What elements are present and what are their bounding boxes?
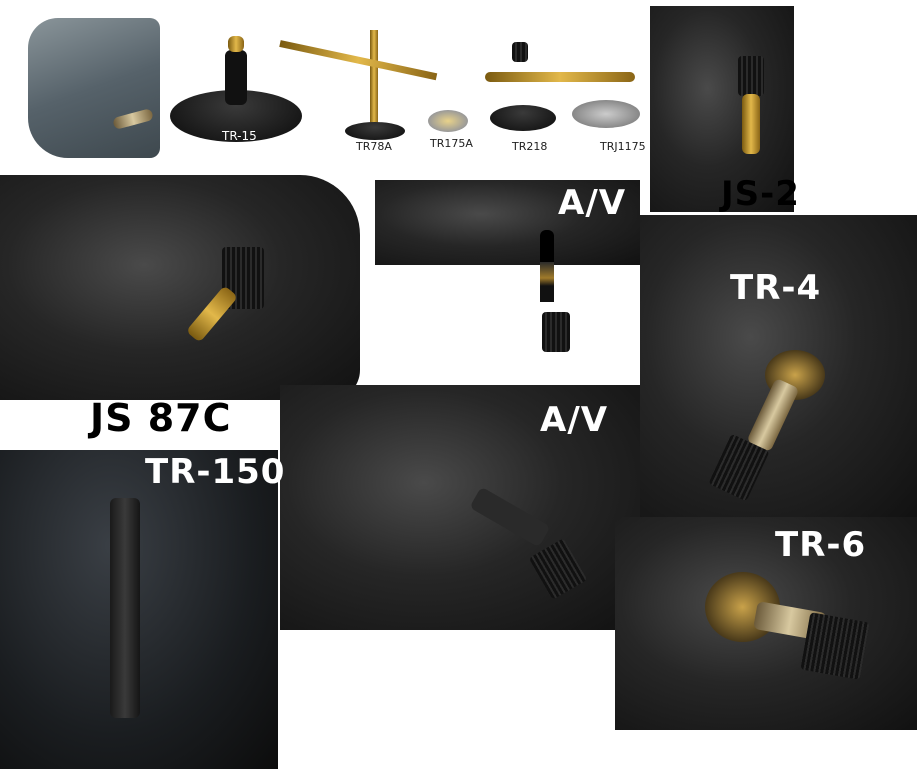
tr78a-valve-image bbox=[370, 30, 378, 125]
label-js87c: JS 87C bbox=[90, 396, 232, 440]
valve-stem bbox=[469, 486, 551, 548]
photo-js2 bbox=[650, 6, 794, 212]
valve-stem bbox=[746, 377, 800, 453]
label-js2: JS-2 bbox=[721, 174, 800, 214]
valve-stem-image bbox=[112, 108, 154, 130]
tr15-tip bbox=[228, 36, 244, 52]
tr78a-arm bbox=[279, 40, 438, 81]
inner-tube-image bbox=[28, 18, 160, 158]
valve-stem-extension bbox=[540, 262, 554, 302]
valve-cap bbox=[800, 612, 870, 680]
valve-stem bbox=[185, 285, 239, 343]
label-av-middle: A/V bbox=[540, 400, 609, 440]
valve-stem bbox=[540, 230, 554, 265]
label-tr175a: TR175A bbox=[430, 137, 473, 150]
label-av-top: A/V bbox=[558, 183, 627, 223]
label-tr4: TR-4 bbox=[730, 268, 822, 308]
tr15-stem bbox=[225, 50, 247, 105]
photo-av-top bbox=[375, 180, 640, 265]
label-tr6: TR-6 bbox=[775, 525, 867, 565]
tr218-cap bbox=[512, 42, 528, 62]
valve-cap bbox=[528, 538, 588, 600]
photo-av-middle bbox=[280, 385, 640, 630]
photo-tr6 bbox=[615, 517, 917, 730]
label-tr218: TR218 bbox=[512, 140, 548, 153]
photo-js87c bbox=[0, 175, 360, 400]
label-tr15: TR-15 bbox=[222, 129, 257, 143]
photo-tr4 bbox=[640, 215, 917, 520]
tr78a-base bbox=[345, 122, 405, 140]
valve-stem bbox=[110, 498, 140, 718]
catalog-strip: TR-15 TR78A TR175A TR218 TRJ1175 bbox=[0, 0, 650, 170]
label-tr150: TR-150 bbox=[145, 452, 286, 492]
valve-stem bbox=[742, 94, 760, 154]
photo-tr150 bbox=[0, 450, 278, 769]
tr175a-valve-image bbox=[428, 110, 468, 132]
valve-cap bbox=[542, 312, 570, 352]
label-tr78a: TR78A bbox=[356, 140, 392, 153]
trj1175-valve-image bbox=[572, 100, 640, 128]
tr218-stem bbox=[485, 72, 635, 82]
tr218-valve-image bbox=[490, 105, 556, 131]
valve-cap bbox=[738, 56, 764, 96]
label-trj1175: TRJ1175 bbox=[600, 140, 646, 153]
